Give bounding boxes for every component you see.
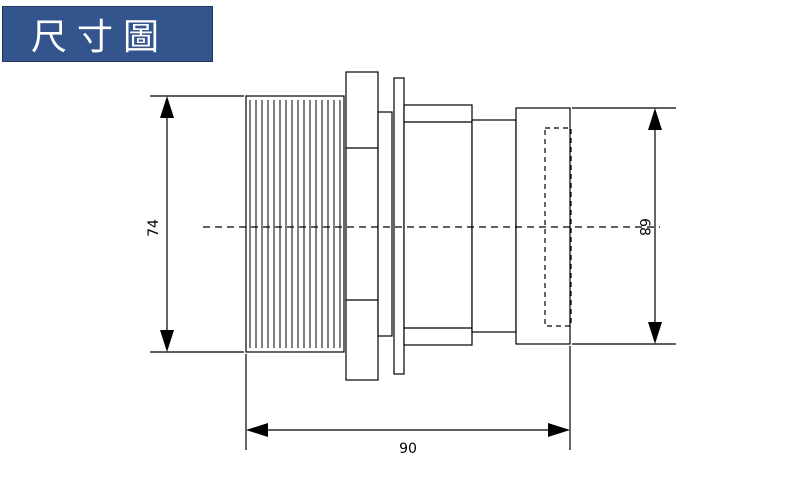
washer (393, 77, 405, 375)
end-socket (515, 107, 571, 345)
flange-nut (345, 71, 379, 381)
right-height-label: 68 (636, 218, 652, 236)
threaded-section (245, 95, 345, 353)
right-height-dimension: 68 (572, 107, 676, 345)
neck-section (471, 119, 517, 333)
title-badge: 尺寸圖 (2, 6, 213, 62)
nut-neck (377, 111, 393, 337)
body-section (403, 104, 473, 346)
length-label: 90 (399, 441, 417, 457)
page-title: 尺寸圖 (31, 17, 170, 58)
thread-lines (249, 100, 341, 348)
length-dimension: 90 (245, 346, 571, 457)
left-height-dimension: 74 (146, 95, 244, 353)
socket-inner-hidden (544, 127, 572, 327)
left-height-label: 74 (146, 219, 162, 237)
